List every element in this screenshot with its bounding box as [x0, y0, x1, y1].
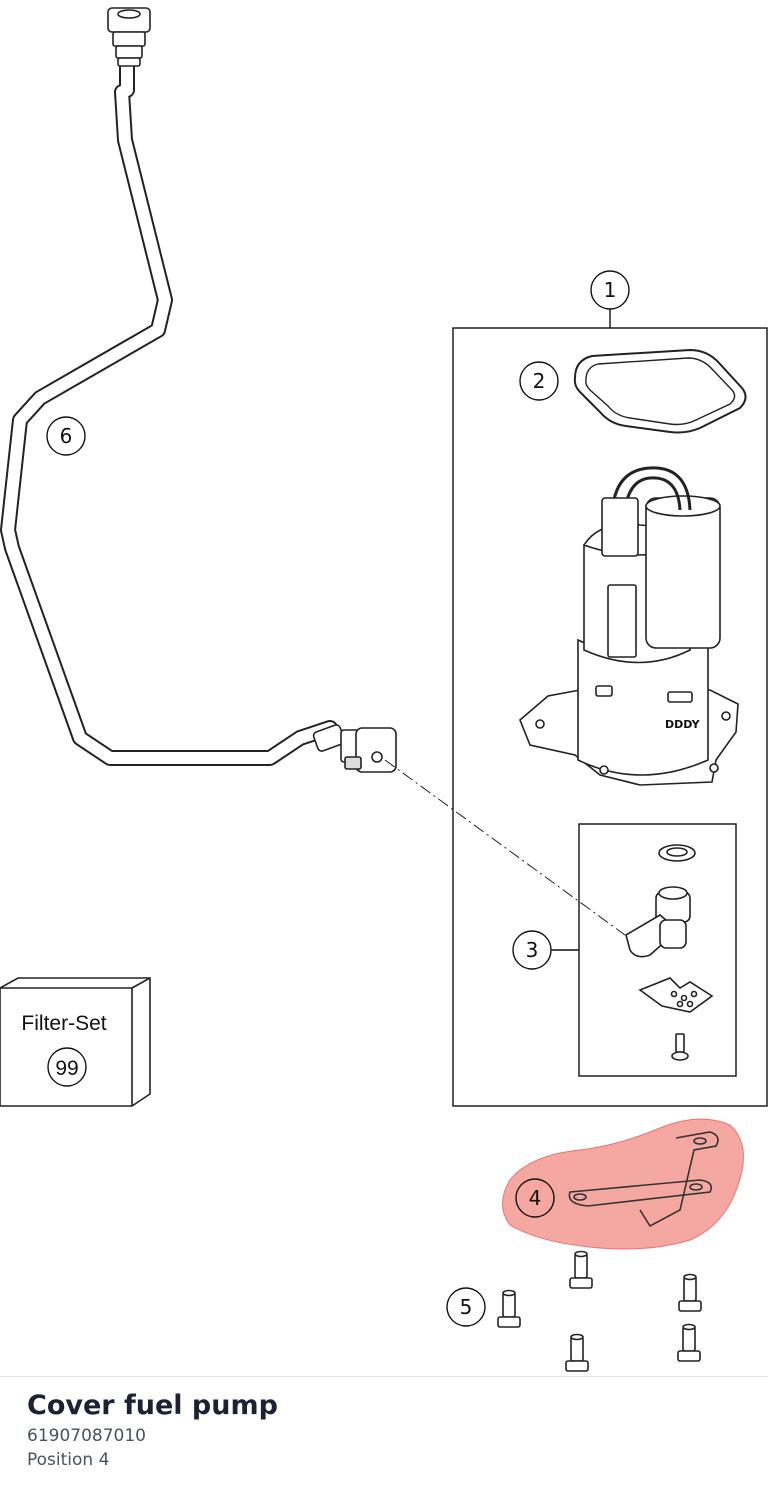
pump-seal-gasket[interactable] [573, 348, 747, 434]
hose-bottom-connector [312, 724, 397, 773]
callout-3[interactable]: 3 [512, 930, 552, 970]
svg-text:2: 2 [533, 369, 546, 393]
elbow-connector[interactable] [625, 886, 691, 958]
svg-text:5: 5 [460, 1295, 473, 1319]
bolt [569, 1250, 593, 1289]
cover-fuel-pump-part[interactable] [568, 1131, 719, 1228]
bolt [677, 1323, 701, 1362]
section-divider [0, 1376, 768, 1377]
callout-4[interactable]: 4 [515, 1178, 555, 1218]
filter-set-label: Filter-Set [21, 1012, 106, 1035]
retaining-plate[interactable] [638, 977, 714, 1013]
hose-alignment-line [384, 759, 626, 936]
exploded-parts-diagram: 6 1 2 DDDY 3 [0, 7, 768, 1372]
plate-screw[interactable] [671, 1033, 689, 1061]
callout-1[interactable]: 1 [590, 270, 630, 310]
cover-highlight-area [502, 1118, 744, 1250]
callout-6[interactable]: 6 [46, 416, 86, 456]
pump-marking: DDDY [665, 718, 701, 731]
svg-text:99: 99 [55, 1057, 78, 1080]
bolt [497, 1289, 521, 1328]
callout-5[interactable]: 5 [446, 1287, 486, 1327]
mounting-bolts[interactable] [497, 1250, 702, 1372]
svg-text:6: 6 [60, 424, 73, 448]
svg-text:3: 3 [526, 938, 539, 962]
bolt [678, 1273, 702, 1312]
fuel-pump-unit[interactable] [519, 466, 739, 786]
callout-2[interactable]: 2 [519, 361, 559, 401]
callout-99[interactable]: 99 [47, 1047, 87, 1087]
part-number: 61907087010 [27, 1426, 146, 1446]
bolt [565, 1333, 589, 1372]
part-title: Cover fuel pump [27, 1390, 278, 1421]
fuel-hose[interactable] [0, 54, 338, 766]
part-position: Position 4 [27, 1450, 110, 1470]
svg-text:4: 4 [529, 1186, 542, 1210]
hose-top-connector [107, 7, 151, 67]
svg-text:1: 1 [604, 278, 617, 302]
part-info-panel: Cover fuel pump 61907087010 Position 4 [27, 1388, 747, 1472]
connector-kit-frame [578, 823, 737, 1077]
filter-set-box[interactable] [0, 977, 151, 1107]
o-ring-seal[interactable] [658, 844, 696, 862]
